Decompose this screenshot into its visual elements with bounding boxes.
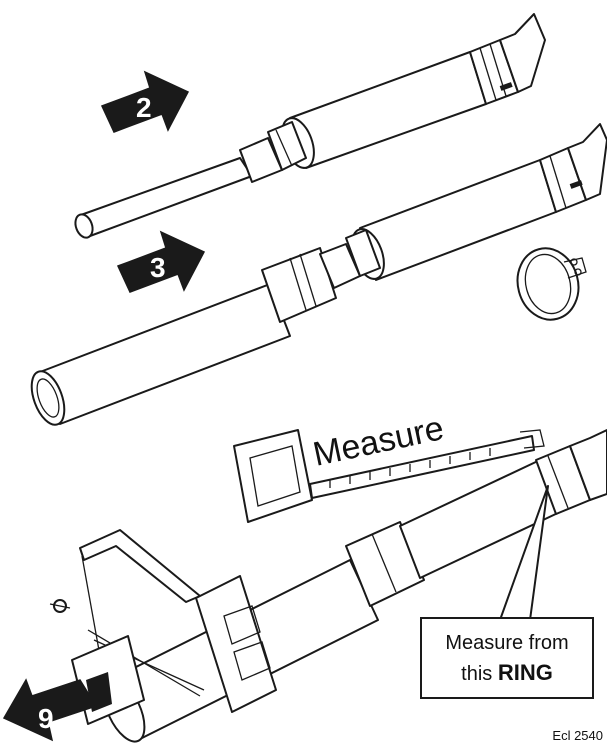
step-2-number: 2 xyxy=(136,92,152,123)
measure-callout: Measure from this RING xyxy=(420,617,594,699)
step-9-arrow: 9 xyxy=(2,678,98,742)
callout-emphasis: RING xyxy=(497,659,553,685)
step-2-arrow: 2 xyxy=(100,70,190,133)
callout-text-line1: Measure from xyxy=(445,631,569,654)
callout-text-line2: this RING xyxy=(461,658,553,689)
step-3-number: 3 xyxy=(150,252,166,283)
hacksaw xyxy=(49,529,277,713)
step-3-arrow: 3 xyxy=(116,230,206,293)
top-silencer xyxy=(281,13,546,169)
middle-pipe xyxy=(30,229,381,426)
top-pipe xyxy=(74,121,307,239)
step-9-number: 9 xyxy=(38,703,54,734)
clamp-ring xyxy=(516,247,587,321)
callout-prefix: this xyxy=(461,662,493,685)
reference-code: Ecl 2540 xyxy=(552,728,603,743)
